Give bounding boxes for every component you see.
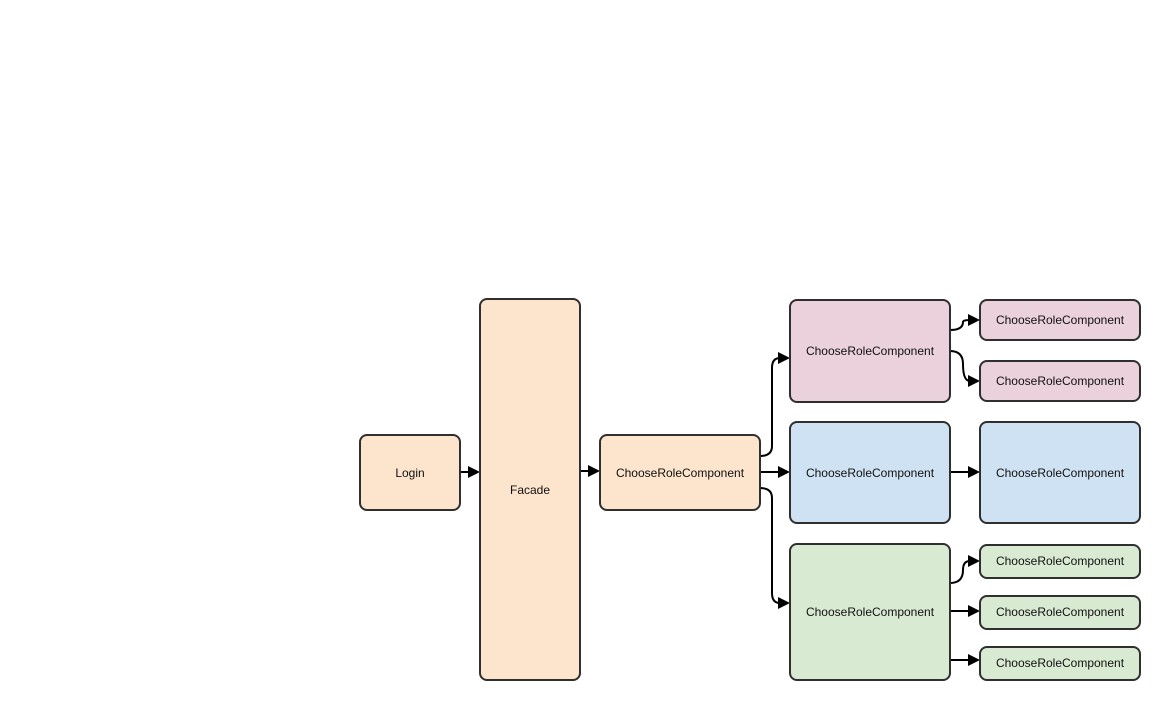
node-label-pink-child-1: ChooseRoleComponent [996,313,1125,327]
node-label-login: Login [395,466,424,480]
node-choose-role-pink-child-2[interactable]: ChooseRoleComponent [979,360,1141,402]
edge-pink-to-child-1 [949,319,971,331]
arrowhead-icon [778,352,790,364]
edge-choose-role-to-pink [759,357,781,457]
arrowhead-icon [968,466,980,478]
node-label-green-child-3: ChooseRoleComponent [996,656,1125,670]
connectors [460,314,980,666]
arrowhead-icon [968,375,980,387]
arrowhead-icon [968,605,980,617]
node-choose-role-main[interactable]: ChooseRoleComponent [599,434,761,511]
arrowhead-icon [968,314,980,326]
node-choose-role-green-child-1[interactable]: ChooseRoleComponent [979,544,1141,579]
edge-pink-to-child-2 [949,350,971,382]
node-choose-role-pink-parent[interactable]: ChooseRoleComponent [789,299,951,403]
node-label-green-child-2: ChooseRoleComponent [996,605,1125,619]
node-choose-role-blue-child[interactable]: ChooseRoleComponent [979,421,1141,524]
node-label-choose-role-main: ChooseRoleComponent [616,466,745,480]
arrowhead-icon [778,597,790,609]
node-label-pink-child-2: ChooseRoleComponent [996,374,1125,388]
node-choose-role-green-child-3[interactable]: ChooseRoleComponent [979,646,1141,681]
node-choose-role-pink-child-1[interactable]: ChooseRoleComponent [979,299,1141,341]
edge-choose-role-to-green [759,487,781,604]
node-label-blue-child: ChooseRoleComponent [996,466,1125,480]
arrowhead-icon [968,654,980,666]
node-label-facade: Facade [510,483,550,497]
arrowhead-icon [468,466,480,478]
arrowhead-icon [778,466,790,478]
node-label-blue-parent: ChooseRoleComponent [806,466,935,480]
node-label-green-child-1: ChooseRoleComponent [996,554,1125,568]
node-label-pink-parent: ChooseRoleComponent [806,344,935,358]
node-label-green-parent: ChooseRoleComponent [806,605,935,619]
nodes: Login Facade ChooseRoleComponent ChooseR… [359,298,1141,681]
arrowhead-icon [968,555,980,567]
node-facade[interactable]: Facade [479,298,581,681]
node-choose-role-green-parent[interactable]: ChooseRoleComponent [789,543,951,681]
arrowhead-icon [588,465,600,477]
node-login[interactable]: Login [359,434,461,511]
node-choose-role-green-child-2[interactable]: ChooseRoleComponent [979,595,1141,630]
node-choose-role-blue-parent[interactable]: ChooseRoleComponent [789,421,951,524]
edge-green-to-child-1 [949,560,971,584]
